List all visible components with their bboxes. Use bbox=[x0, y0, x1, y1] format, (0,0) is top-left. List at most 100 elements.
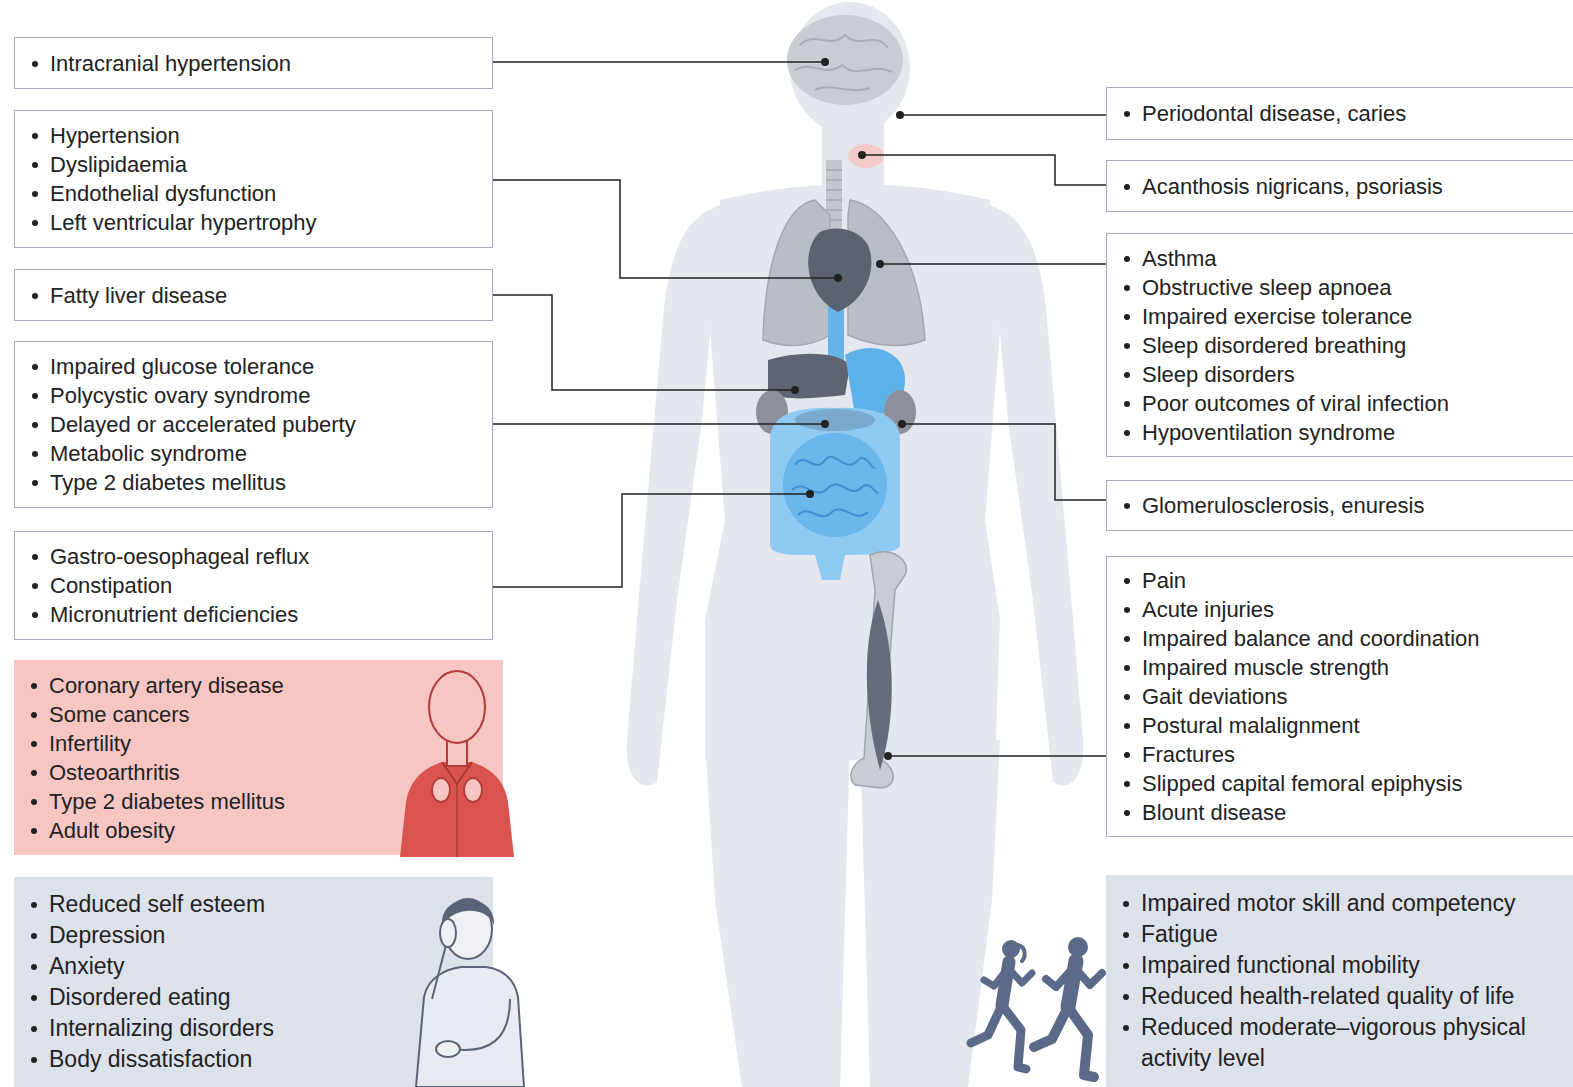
bullet-item: Slipped capital femoral epiphysis bbox=[1121, 769, 1565, 798]
bullet-item: Infertility bbox=[28, 729, 495, 758]
leader-dot bbox=[898, 420, 906, 428]
small-intestine bbox=[783, 433, 887, 537]
bullet-dot bbox=[32, 220, 38, 226]
bullet-dot bbox=[1124, 343, 1130, 349]
bullet-dot bbox=[31, 828, 37, 834]
figure-hand bbox=[432, 778, 450, 802]
bullet-dot bbox=[31, 770, 37, 776]
bullet-item: Depression bbox=[28, 920, 485, 951]
leader-dot bbox=[858, 151, 866, 159]
bullet-dot bbox=[1124, 607, 1130, 613]
condition-text: Micronutrient deficiencies bbox=[50, 602, 298, 627]
runner-ponytail bbox=[1018, 945, 1025, 961]
condition-box: Periodontal disease, caries bbox=[1106, 87, 1573, 140]
bullet-item: Periodontal disease, caries bbox=[1121, 99, 1565, 128]
figure-hand bbox=[464, 778, 482, 802]
bullet-item: Left ventricular hypertrophy bbox=[29, 208, 484, 237]
bullet-dot bbox=[1123, 994, 1129, 1000]
bullet-dot bbox=[1124, 314, 1130, 320]
condition-text: Adult obesity bbox=[49, 818, 175, 843]
bullet-dot bbox=[1123, 901, 1129, 907]
condition-text: Postural malalignment bbox=[1142, 713, 1360, 738]
condition-text: Impaired balance and coordination bbox=[1142, 626, 1480, 651]
bullet-dot bbox=[32, 364, 38, 370]
condition-text: Slipped capital femoral epiphysis bbox=[1142, 771, 1462, 796]
bullet-item: Internalizing disorders bbox=[28, 1013, 485, 1044]
bullet-dot bbox=[1124, 285, 1130, 291]
liver bbox=[768, 354, 850, 399]
condition-text: Constipation bbox=[50, 573, 172, 598]
condition-text: Intracranial hypertension bbox=[50, 51, 291, 76]
condition-text: Reduced health-related quality of life bbox=[1141, 983, 1514, 1009]
condition-text: Osteoarthritis bbox=[49, 760, 180, 785]
bullet-item: Asthma bbox=[1121, 244, 1565, 273]
figure-arm bbox=[432, 945, 446, 999]
bullet-dot bbox=[32, 422, 38, 428]
condition-text: Dyslipidaemia bbox=[50, 152, 187, 177]
figure-head bbox=[429, 671, 485, 743]
bullet-dot bbox=[1124, 723, 1130, 729]
leader-dot bbox=[834, 274, 842, 282]
bullet-dot bbox=[1123, 932, 1129, 938]
runner-arm bbox=[1074, 967, 1102, 985]
condition-text: Impaired motor skill and competency bbox=[1141, 890, 1516, 916]
condition-box: AsthmaObstructive sleep apnoeaImpaired e… bbox=[1106, 233, 1573, 457]
bullet-item: Micronutrient deficiencies bbox=[29, 600, 484, 629]
runner-head bbox=[1002, 940, 1020, 958]
bullet-dot bbox=[32, 393, 38, 399]
bullet-item: Dyslipidaemia bbox=[29, 150, 484, 179]
adult-figure bbox=[392, 662, 522, 857]
bullet-item: Gait deviations bbox=[1121, 682, 1565, 711]
bullet-dot bbox=[32, 162, 38, 168]
bullet-item: Fatty liver disease bbox=[29, 281, 484, 310]
bullet-dot bbox=[31, 1057, 37, 1063]
condition-text: Delayed or accelerated puberty bbox=[50, 412, 356, 437]
figure-arm bbox=[452, 999, 510, 1050]
leader-dot bbox=[791, 386, 799, 394]
leader-line bbox=[902, 424, 1106, 500]
bullet-dot bbox=[1124, 184, 1130, 190]
distressed-figure bbox=[406, 877, 531, 1087]
condition-box: Impaired glucose tolerancePolycystic ova… bbox=[14, 341, 493, 508]
leader-dots bbox=[791, 58, 906, 760]
condition-text: Body dissatisfaction bbox=[49, 1046, 252, 1072]
bullet-dot bbox=[1124, 503, 1130, 509]
condition-text: Impaired glucose tolerance bbox=[50, 354, 314, 379]
condition-text: Fatty liver disease bbox=[50, 283, 227, 308]
bone-shape bbox=[851, 552, 906, 788]
bullet-dot bbox=[1123, 1025, 1129, 1031]
condition-text: Reduced moderate–vigorous physical activ… bbox=[1141, 1014, 1526, 1071]
leader-line bbox=[862, 155, 1106, 185]
bullet-item: Body dissatisfaction bbox=[28, 1044, 485, 1075]
condition-text: Endothelial dysfunction bbox=[50, 181, 276, 206]
figure-hand bbox=[436, 1041, 460, 1057]
bullet-dot bbox=[32, 61, 38, 67]
condition-text: Disordered eating bbox=[49, 984, 231, 1010]
bullet-dot bbox=[1124, 665, 1130, 671]
condition-text: Internalizing disorders bbox=[49, 1015, 274, 1041]
bullet-dot bbox=[31, 933, 37, 939]
bullet-dot bbox=[31, 741, 37, 747]
bullet-dot bbox=[31, 964, 37, 970]
runner-arm bbox=[984, 968, 1008, 986]
condition-text: Acute injuries bbox=[1142, 597, 1274, 622]
bullet-dot bbox=[32, 133, 38, 139]
condition-text: Asthma bbox=[1142, 246, 1217, 271]
runners-figure bbox=[966, 935, 1116, 1085]
condition-text: Impaired functional mobility bbox=[1141, 952, 1420, 978]
bullet-dot bbox=[1124, 111, 1130, 117]
bullet-dot bbox=[1124, 372, 1130, 378]
leader-dot bbox=[896, 111, 904, 119]
condition-box: Acanthosis nigricans, psoriasis bbox=[1106, 160, 1573, 212]
bullet-item: Constipation bbox=[29, 571, 484, 600]
bullet-item: Impaired muscle strength bbox=[1121, 653, 1565, 682]
bullet-item: Obstructive sleep apnoea bbox=[1121, 273, 1565, 302]
leader-line bbox=[493, 180, 838, 278]
leader-line bbox=[888, 755, 1106, 757]
bullet-dot bbox=[32, 293, 38, 299]
bullet-item: Impaired motor skill and competency bbox=[1120, 888, 1565, 919]
bullet-item: Metabolic syndrome bbox=[29, 439, 484, 468]
bullet-dot bbox=[32, 612, 38, 618]
condition-text: Some cancers bbox=[49, 702, 190, 727]
